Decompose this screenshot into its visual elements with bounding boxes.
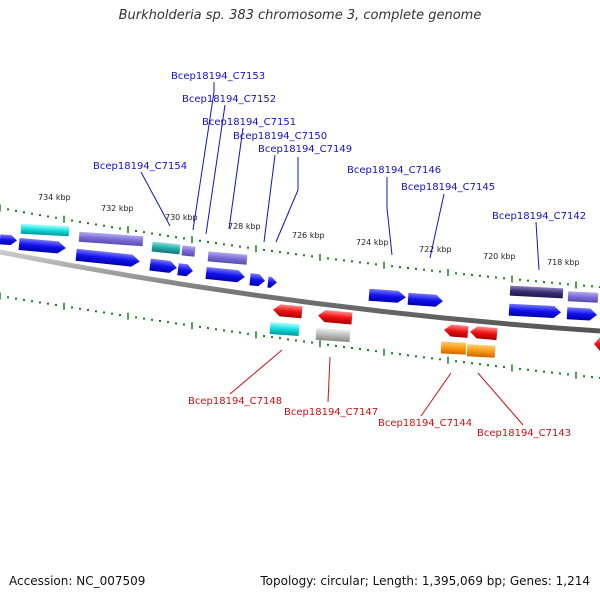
tick-label: 728 kbp [228, 222, 261, 231]
tick-label: 730 kbp [165, 213, 198, 222]
leader-line [386, 177, 393, 256]
leader-line [229, 349, 283, 395]
reverse-leader-lines [229, 349, 524, 426]
gene-arrow[interactable] [151, 241, 181, 255]
gene-arrow[interactable] [444, 324, 469, 338]
gene-arrow[interactable] [566, 307, 598, 321]
leader-line [535, 221, 540, 271]
tick-label: 732 kbp [101, 204, 134, 213]
reverse-gene-labels: Bcep18194_C7148 Bcep18194_C7147 Bcep1819… [188, 396, 571, 439]
gene-arrow[interactable] [509, 285, 564, 299]
leader-line [477, 372, 524, 426]
gene-arrow[interactable] [567, 291, 599, 303]
leader-line [327, 356, 331, 403]
tick-label: 726 kbp [292, 231, 325, 240]
gene-label[interactable]: Bcep18194_C7145 [401, 182, 495, 193]
gene-arrow[interactable] [594, 337, 600, 351]
gene-label[interactable]: Bcep18194_C7148 [188, 396, 282, 407]
accession-text: Accession: NC_007509 [9, 574, 146, 588]
tick-track-inner [0, 292, 600, 379]
leader-line [263, 154, 276, 243]
gene-arrow[interactable] [273, 304, 303, 319]
gene-label[interactable]: Bcep18194_C7147 [284, 407, 378, 418]
reverse-genes [269, 304, 600, 358]
tick-labels: 734 kbp 732 kbp 730 kbp 728 kbp 726 kbp … [38, 193, 580, 267]
leader-line [205, 104, 226, 235]
forward-genes-inner-row [0, 234, 597, 321]
gene-arrow[interactable] [149, 258, 177, 274]
forward-genes-outer-row [20, 223, 599, 303]
gene-label[interactable]: Bcep18194_C7142 [492, 211, 586, 222]
gene-label[interactable]: Bcep18194_C7150 [233, 131, 327, 142]
gene-arrow[interactable] [315, 327, 351, 343]
forward-leader-lines [140, 82, 540, 271]
gene-arrow[interactable] [267, 276, 277, 289]
gene-arrow[interactable] [466, 344, 496, 358]
leader-line [228, 127, 244, 230]
genome-summary-text: Topology: circular; Length: 1,395,069 bp… [260, 574, 590, 588]
gene-label[interactable]: Bcep18194_C7154 [93, 161, 187, 172]
gene-label[interactable]: Bcep18194_C7151 [202, 117, 296, 128]
gene-arrow[interactable] [249, 273, 265, 287]
gene-arrow[interactable] [20, 223, 70, 237]
gene-label[interactable]: Bcep18194_C7146 [347, 165, 441, 176]
gene-label[interactable]: Bcep18194_C7144 [378, 418, 472, 429]
tick-label: 724 kbp [356, 238, 389, 247]
gene-arrow[interactable] [269, 322, 300, 337]
gene-arrow[interactable] [75, 248, 141, 268]
tick-track-outer [0, 204, 600, 289]
gene-arrow[interactable] [207, 251, 248, 265]
gene-arrow[interactable] [407, 292, 444, 307]
leader-line [429, 193, 445, 259]
gene-arrow[interactable] [440, 341, 467, 355]
gene-arrow[interactable] [177, 263, 193, 277]
gene-arrow[interactable] [205, 266, 245, 283]
map-title: Burkholderia sp. 383 chromosome 3, compl… [118, 8, 482, 23]
gene-arrow[interactable] [181, 245, 196, 257]
gene-label[interactable]: Bcep18194_C7149 [258, 144, 352, 155]
gene-arrow[interactable] [18, 238, 67, 254]
gene-arrow[interactable] [470, 326, 498, 341]
gene-arrow[interactable] [78, 231, 144, 247]
tick-label: 734 kbp [38, 193, 71, 202]
gene-arrow[interactable] [0, 234, 17, 246]
gene-arrow[interactable] [368, 288, 407, 304]
leader-line [275, 157, 299, 243]
gene-arrow[interactable] [318, 310, 353, 325]
leader-line [420, 372, 452, 417]
genome-backbone [0, 249, 600, 334]
gene-label[interactable]: Bcep18194_C7153 [171, 71, 265, 82]
leader-line [192, 82, 215, 231]
gene-label[interactable]: Bcep18194_C7152 [182, 94, 276, 105]
tick-label: 722 kbp [419, 245, 452, 254]
tick-label: 718 kbp [547, 258, 580, 267]
gene-label[interactable]: Bcep18194_C7143 [477, 428, 571, 439]
gene-arrow[interactable] [508, 303, 562, 319]
leader-line [140, 171, 171, 227]
forward-gene-labels: Bcep18194_C7153 Bcep18194_C7152 Bcep1819… [93, 71, 586, 222]
tick-label: 720 kbp [483, 252, 516, 261]
